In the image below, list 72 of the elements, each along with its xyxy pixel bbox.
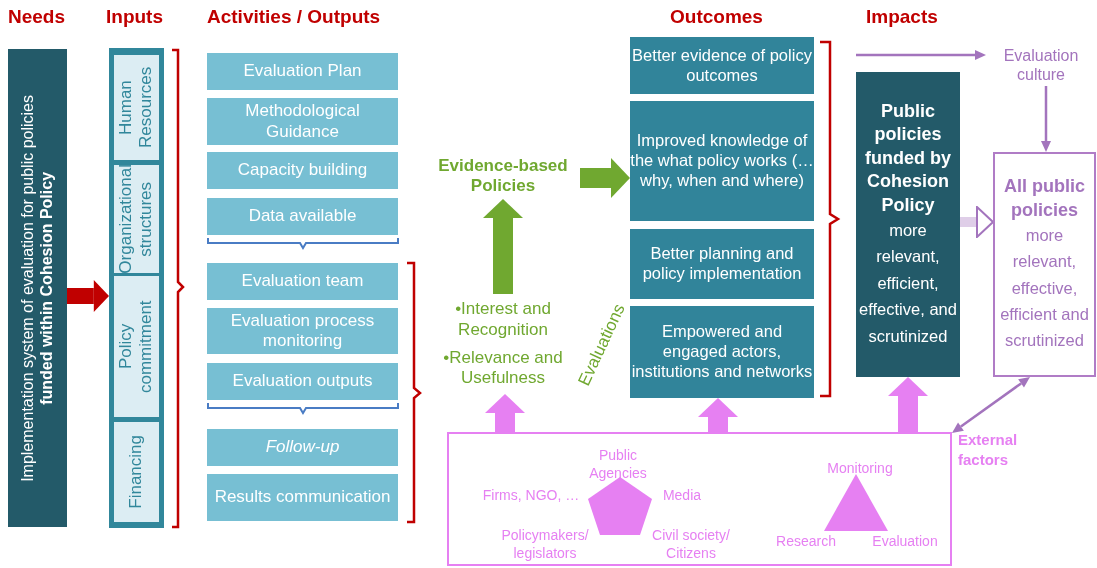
activity-box [207, 308, 398, 354]
box-text: Better evidence of policy outcomes [631, 45, 813, 86]
evidence-text: Evidence-based Policies [426, 153, 580, 199]
outcome-box [630, 101, 814, 221]
box-text: Better planning and policy implementation [641, 244, 803, 284]
activity-box [207, 263, 398, 300]
box-text: Empowered and engaged actors, institutions and networks [630, 322, 814, 382]
arrow [1041, 86, 1051, 152]
input-text: Financing [126, 435, 147, 509]
column-heading: Needs [8, 6, 66, 28]
input-text: Human Resources [116, 65, 157, 151]
impact-text: more relevant, efficient, effective, and scrutinized [858, 220, 958, 347]
external-factors-frame [447, 432, 952, 566]
input-box [114, 55, 159, 160]
actor-label: Evaluation [871, 532, 939, 550]
culture-text: Evaluation culture [986, 44, 1096, 86]
impact-box [993, 152, 1096, 377]
box-text: Capacity building [237, 160, 368, 181]
factor-label: External factors [958, 430, 1019, 470]
input-box [114, 422, 159, 522]
arrow [960, 206, 994, 238]
box-text: Evaluation outputs [232, 371, 373, 392]
input-text: Organizational structures [116, 164, 157, 274]
actor-label: Policymakers/ legislators [500, 526, 590, 562]
impact-text: more relevant, effective, efficient and scrutinized [999, 224, 1090, 352]
box-text: Results communication [214, 487, 391, 508]
arrow [698, 398, 738, 432]
actor-label: Monitoring [826, 459, 894, 477]
box-text: Evaluation Plan [243, 61, 362, 82]
activity-box [207, 474, 398, 521]
activity-box [207, 98, 398, 145]
need-box [8, 49, 67, 527]
activity-box [207, 152, 398, 189]
input-text: Policy commitment [116, 299, 157, 395]
column-heading: Impacts [866, 6, 938, 28]
column-heading: Activities / Outputs [207, 6, 381, 28]
box-text: Follow-up [265, 437, 340, 458]
needs-text: Implementation system of evaluation for public policies funded within Cohesion Policy [18, 94, 57, 482]
arrow [888, 377, 928, 432]
impact-box [856, 72, 960, 377]
outcome-box [630, 229, 814, 299]
outcome-box [630, 306, 814, 398]
arrow [485, 394, 525, 432]
activity-box [207, 429, 398, 466]
impact-title: All public policies [1003, 175, 1086, 222]
box-text: Improved knowledge of the what policy works (…why, when and where) [630, 131, 814, 191]
arrow [580, 158, 630, 198]
box-text: Evaluation process monitoring [229, 310, 376, 352]
inputs-frame [109, 48, 164, 528]
arrow [856, 50, 986, 60]
activity-box [207, 53, 398, 90]
column-heading: Inputs [106, 6, 163, 28]
bullet-text: •Interest and Recognition [454, 299, 552, 340]
bullet-text: •Relevance and Usefulness [442, 348, 564, 389]
column-heading: Outcomes [670, 6, 763, 28]
double-arrow [952, 377, 1030, 433]
actor-label: Media [661, 486, 703, 504]
actor-label: Firms, NGO, … [481, 486, 581, 504]
actor-label: Public Agencies [588, 446, 648, 482]
arrow [67, 280, 109, 312]
actor-label: Civil society/ Citizens [651, 526, 731, 562]
activity-box [207, 198, 398, 235]
box-text: Methodological Guidance [244, 101, 361, 142]
arrow [483, 199, 523, 294]
activity-box [207, 363, 398, 400]
box-text: Data available [248, 206, 357, 227]
outcome-box [630, 37, 814, 94]
actor-label: Research [775, 532, 837, 550]
input-box [114, 276, 159, 417]
box-text: Evaluation team [241, 271, 364, 292]
triangle-shape [824, 474, 888, 531]
impact-title: Public policies funded by Cohesion Policy [864, 100, 952, 217]
